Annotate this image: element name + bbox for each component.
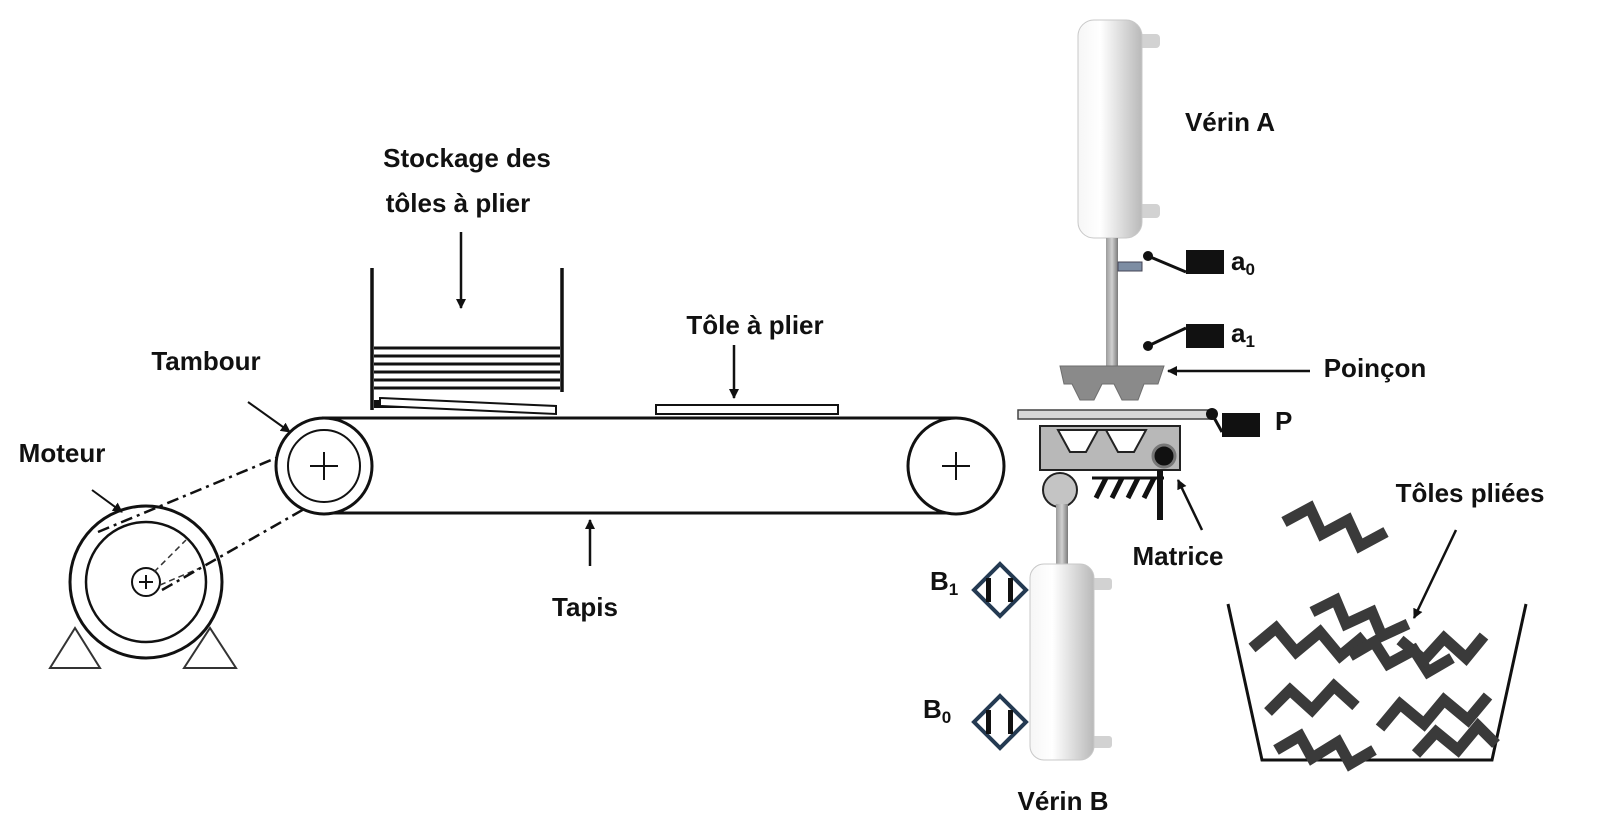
label-sensor-p: P [1275, 406, 1292, 436]
label-stockage-line1: Stockage des [383, 143, 551, 173]
conveyor-belt [274, 416, 1006, 516]
label-tapis: Tapis [552, 592, 618, 622]
label-sensor-b0: B0 [923, 694, 951, 727]
sensor-a0 [1143, 250, 1224, 274]
cylinder-a [1077, 19, 1160, 368]
sheet-in-press [1017, 409, 1215, 420]
sheet-storage-magazine [370, 268, 564, 416]
cylinder-b [1029, 504, 1112, 761]
moteur-arrow [91, 489, 123, 513]
die-fixture [1092, 470, 1164, 520]
label-tole-a-plier: Tôle à plier [686, 310, 823, 340]
label-moteur: Moteur [19, 438, 106, 468]
label-verin-b: Vérin B [1017, 786, 1108, 816]
sensor-b1 [971, 561, 1029, 619]
label-tambour: Tambour [151, 346, 260, 376]
sheet-on-belt [655, 404, 839, 415]
tambour-arrow [247, 401, 291, 433]
punch [1059, 365, 1165, 401]
motor [48, 504, 238, 669]
die-pivot [1151, 443, 1177, 469]
die-roller [1042, 472, 1078, 508]
sensor-b0 [971, 693, 1029, 751]
sensor-a1 [1143, 324, 1224, 351]
label-verin-a: Vérin A [1185, 107, 1275, 137]
sensor-p [1206, 408, 1260, 437]
label-sensor-b1: B1 [930, 566, 958, 599]
drive-belt [97, 446, 321, 592]
matrice-arrow [1176, 479, 1204, 531]
die [1039, 425, 1181, 471]
collection-bin [1226, 603, 1528, 762]
bent-sheets [1248, 500, 1500, 772]
toles-pliees-arrow [1412, 529, 1458, 619]
label-matrice: Matrice [1132, 541, 1223, 571]
label-sensor-a1: a1 [1231, 318, 1255, 351]
label-poincon: Poinçon [1324, 353, 1427, 383]
label-sensor-a0: a0 [1231, 246, 1255, 279]
label-stockage-line2: tôles à plier [386, 188, 531, 218]
label-toles-pliees: Tôles pliées [1396, 478, 1545, 508]
